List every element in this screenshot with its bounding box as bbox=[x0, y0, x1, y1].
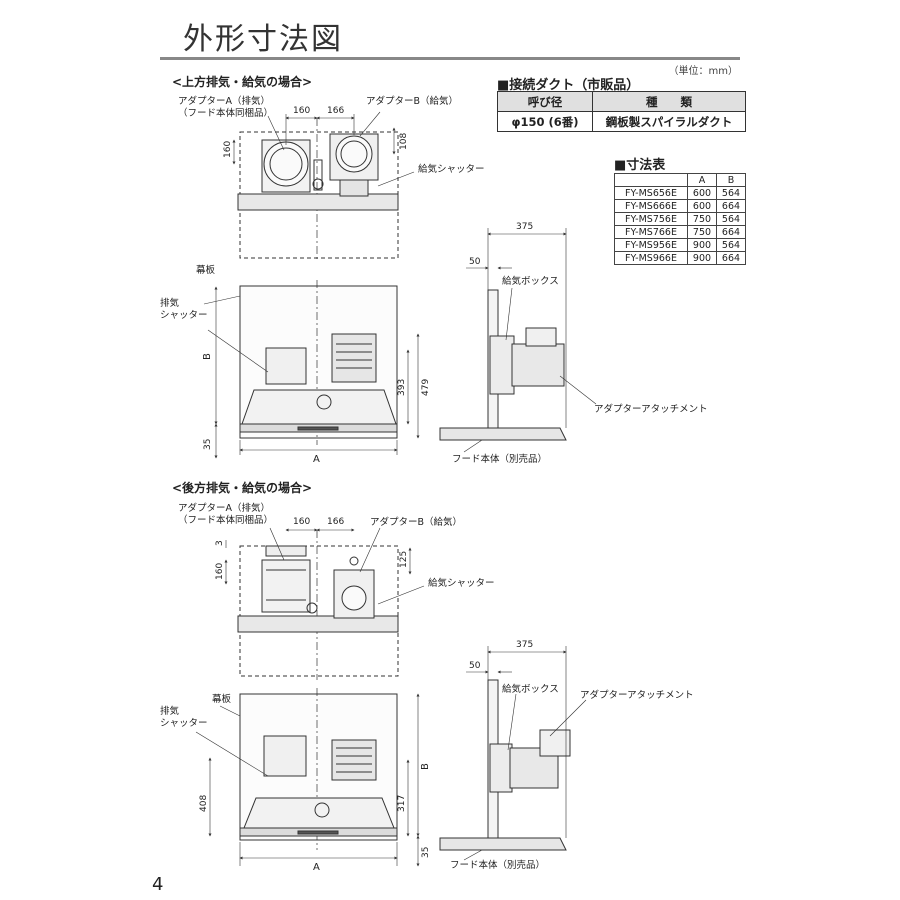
top-adapter-b-label: アダプターB（給気） bbox=[366, 95, 458, 107]
rear-dim-35: 35 bbox=[421, 847, 431, 858]
rear-dim-50: 50 bbox=[469, 661, 481, 671]
top-makuita-label: 幕板 bbox=[196, 264, 216, 276]
duct-heading: ■接続ダクト（市販品） bbox=[497, 78, 640, 93]
dimension-heading: ■寸法表 bbox=[614, 158, 666, 173]
top-hood-body-label: フード本体（別売品） bbox=[452, 453, 547, 465]
rear-attachment-label: アダプターアタッチメント bbox=[580, 689, 694, 701]
b-cell: 564 bbox=[716, 186, 746, 200]
duct-type-cell: 鋼板製スパイラルダクト bbox=[592, 111, 746, 132]
rear-exhaust-shutter-label-2: シャッター bbox=[160, 718, 208, 729]
top-case-side-view bbox=[439, 289, 567, 441]
page-number: 4 bbox=[152, 874, 164, 895]
top-case-heading: <上方排気・給気の場合> bbox=[172, 74, 312, 89]
rear-makuita-label: 幕板 bbox=[212, 693, 232, 705]
rear-dim-317: 317 bbox=[397, 795, 407, 812]
rear-dim-3: 3 bbox=[215, 540, 225, 546]
top-dim-108: 108 bbox=[399, 133, 409, 150]
b-cell: 664 bbox=[716, 251, 746, 265]
rear-dim-160w: 160 bbox=[293, 517, 310, 527]
rear-case-front-view bbox=[239, 688, 398, 850]
top-dim-b: B bbox=[202, 353, 213, 360]
rear-case-side-dims bbox=[463, 646, 587, 861]
rear-supply-shutter-label: 給気シャッター bbox=[428, 577, 495, 589]
rear-dim-408: 408 bbox=[199, 795, 209, 812]
top-dim-160h: 160 bbox=[223, 141, 233, 158]
top-dim-160w: 160 bbox=[293, 106, 310, 116]
rear-case-front-dims bbox=[195, 693, 420, 867]
top-dim-393: 393 bbox=[397, 379, 407, 396]
rear-case-plan-dims bbox=[224, 527, 425, 605]
top-adapter-a-note: （フード本体同梱品） bbox=[178, 107, 273, 119]
rear-dim-125: 125 bbox=[399, 551, 409, 568]
rear-case-plan-view bbox=[237, 530, 399, 680]
top-exhaust-shutter-label-1: 排気 bbox=[160, 297, 180, 309]
rear-adapter-b-label: アダプターB（給気） bbox=[370, 516, 462, 528]
top-dim-35: 35 bbox=[203, 439, 213, 450]
rear-adapter-a-label: アダプターA（排気） bbox=[178, 502, 270, 514]
a-cell: 900 bbox=[687, 251, 717, 265]
rear-dim-375: 375 bbox=[516, 640, 533, 650]
top-attachment-label: アダプターアタッチメント bbox=[594, 403, 708, 415]
top-case-plan-dims bbox=[232, 111, 415, 187]
duct-header-size: 呼び径 bbox=[497, 91, 593, 112]
rear-dim-160h: 160 bbox=[215, 563, 225, 580]
unit-label: （単位：mm） bbox=[668, 66, 738, 77]
top-case-front-view bbox=[239, 280, 398, 445]
duct-size-cell: φ150 (6番) bbox=[497, 111, 593, 132]
duct-header-type: 種 類 bbox=[592, 91, 746, 112]
rear-supply-box-label: 給気ボックス bbox=[502, 683, 559, 695]
rear-dim-166: 166 bbox=[327, 517, 344, 527]
top-dim-479: 479 bbox=[421, 379, 431, 396]
top-exhaust-shutter-label-2: シャッター bbox=[160, 310, 208, 321]
top-supply-box-label: 給気ボックス bbox=[502, 275, 559, 287]
top-adapter-a-label: アダプターA（排気） bbox=[178, 95, 270, 107]
top-supply-shutter-label: 給気シャッター bbox=[418, 163, 485, 175]
rear-case-heading: <後方排気・給気の場合> bbox=[172, 480, 312, 495]
model-cell: FY-MS966E bbox=[614, 251, 688, 265]
top-case-plan-view bbox=[237, 118, 399, 262]
top-dim-166: 166 bbox=[327, 106, 344, 116]
page-title: 外形寸法図 bbox=[183, 22, 343, 57]
top-case-front-dims bbox=[203, 286, 420, 459]
rear-adapter-a-note: （フード本体同梱品） bbox=[178, 514, 273, 526]
duct-table: 呼び径 種 類 φ150 (6番) 鋼板製スパイラルダクト bbox=[497, 91, 746, 132]
rear-case-side-view bbox=[439, 679, 571, 851]
rear-dim-a: A bbox=[313, 862, 320, 873]
top-dim-375: 375 bbox=[516, 222, 533, 232]
rear-exhaust-shutter-label-1: 排気 bbox=[160, 705, 180, 717]
title-rule bbox=[160, 57, 740, 60]
top-dim-a: A bbox=[313, 454, 320, 465]
top-dim-50: 50 bbox=[469, 257, 481, 267]
rear-dim-b: B bbox=[420, 763, 431, 770]
top-case-side-dims bbox=[463, 228, 597, 453]
rear-hood-body-label: フード本体（別売品） bbox=[450, 859, 545, 871]
